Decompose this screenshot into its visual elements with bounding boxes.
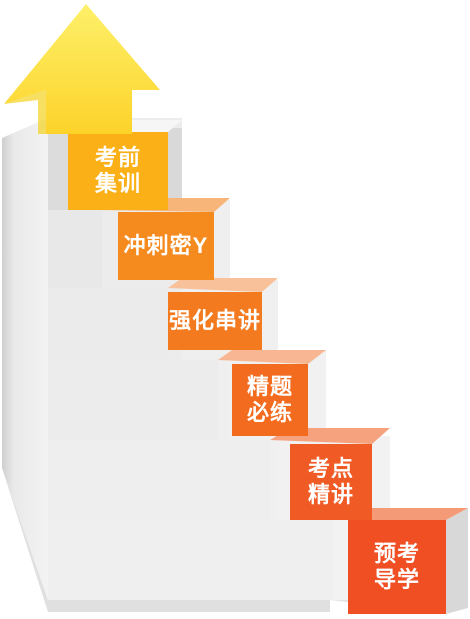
- step-qianghua-chuanjiang-front: [168, 292, 262, 350]
- step-jingti-bilian-front: [232, 364, 308, 436]
- step-kaoqian-jixun-front: [68, 132, 168, 210]
- staircase-left-wall: [2, 118, 48, 600]
- step-kaodian-jingjiang-front: [290, 444, 372, 520]
- step-qianghua-chuanjiang-label: 强化串讲: [168, 308, 261, 333]
- step-kaodian-jingjiang-label: 考点 精讲: [307, 456, 354, 507]
- up-arrow-shadow: [4, 90, 46, 134]
- step-yukao-daoxue-front: [348, 520, 446, 614]
- step-kaoqian-jixun-label: 考前 集训: [94, 145, 141, 196]
- step-yukao-daoxue-label: 预考 导学: [373, 541, 420, 592]
- step-fronts: [68, 132, 446, 614]
- up-arrow-icon: [4, 4, 160, 134]
- step-chongci-miy-front: [118, 212, 214, 280]
- step-jingti-bilian-label: 精题 必练: [246, 374, 293, 425]
- step-chongci-miy-label: 冲刺密Y: [123, 233, 209, 258]
